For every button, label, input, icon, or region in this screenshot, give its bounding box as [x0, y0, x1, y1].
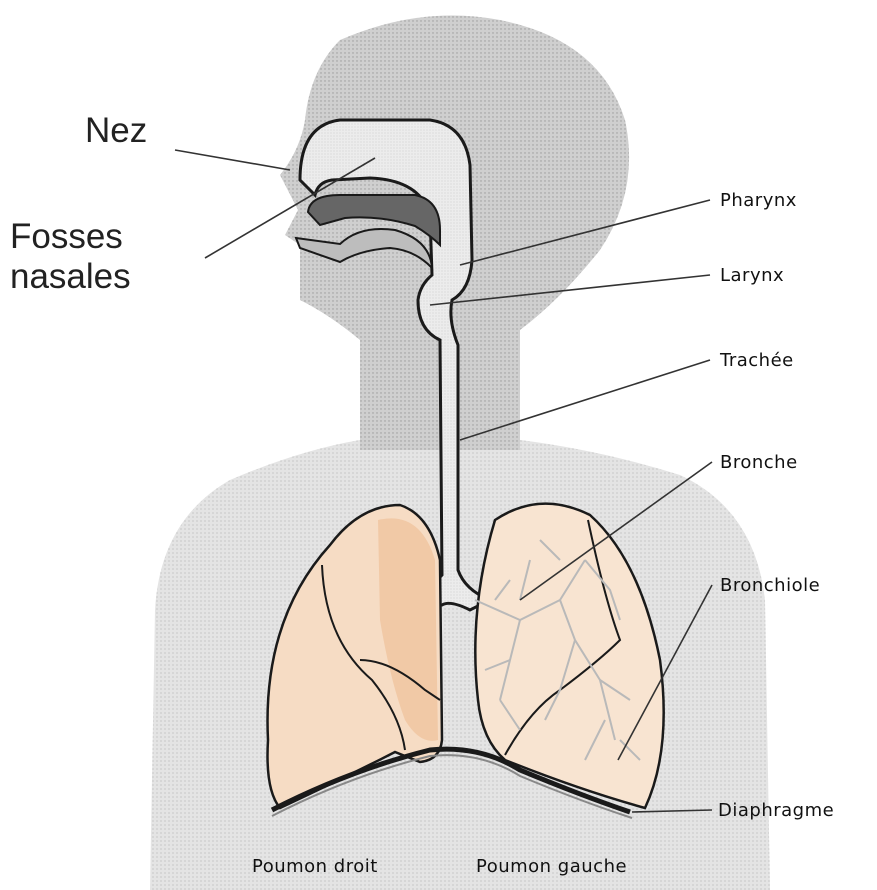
label-fosses-line1: Fosses [10, 217, 123, 256]
label-bronchiole: Bronchiole [720, 575, 820, 596]
leader-nez [175, 150, 290, 170]
label-poumon-gauche: Poumon gauche [476, 856, 627, 877]
label-fosses-line2: nasales [10, 257, 131, 296]
label-pharynx: Pharynx [720, 190, 797, 211]
label-poumon-droit: Poumon droit [252, 856, 378, 877]
label-diaphragme: Diaphragme [718, 800, 834, 821]
label-nez: Nez [85, 111, 147, 150]
label-trachee: Trachée [719, 350, 794, 371]
label-bronche: Bronche [720, 452, 798, 473]
label-larynx: Larynx [720, 265, 784, 286]
